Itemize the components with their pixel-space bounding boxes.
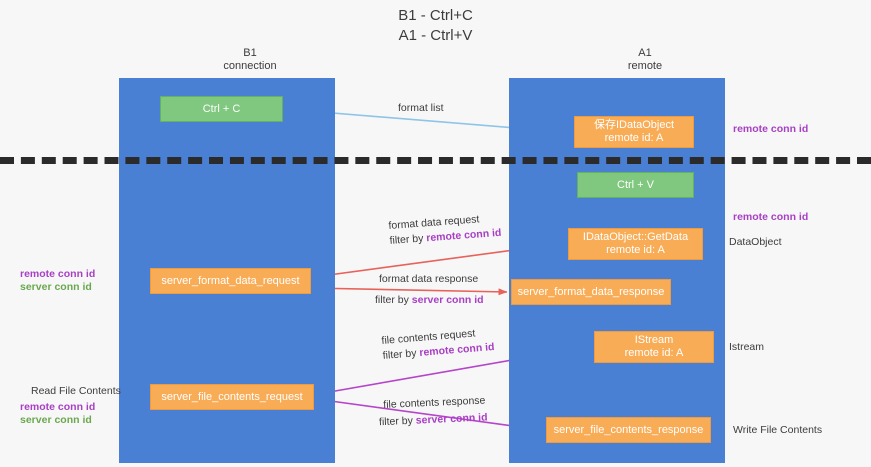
edge-label-format-data-response: format data response filter by server co…: [375, 272, 484, 307]
node-istream-label: IStream: [634, 334, 674, 346]
arrow-format-data-response: [310, 287, 508, 296]
annotation-istream: Istream: [729, 341, 765, 353]
filter-prefix: filter by: [375, 294, 412, 306]
node-server-format-data-request[interactable]: server_format_data_request: [150, 268, 311, 294]
edge-label-format-list-text: format list: [398, 102, 444, 114]
annotation-remote-conn-id-top: remote conn id: [733, 123, 809, 135]
node-server-file-contents-request-label: server_file_contents_request: [161, 390, 303, 403]
node-istream[interactable]: IStream remote id: A: [594, 331, 714, 363]
column-header-a1-name: A1: [638, 47, 652, 59]
node-idataobject-getdata[interactable]: IDataObject::GetData remote id: A: [568, 228, 703, 260]
column-header-b1-name: B1: [243, 47, 257, 59]
edge-label-format-list: format list: [398, 101, 444, 115]
arrow-file-contents-response: [315, 398, 543, 433]
annotation-remote-conn-id-mid: remote conn id: [733, 211, 809, 223]
column-header-a1-subtitle: remote: [627, 60, 663, 72]
annotation-remote-conn-id-2: remote conn id: [20, 401, 96, 413]
node-server-format-data-response[interactable]: server_format_data_response: [511, 279, 671, 305]
filter-key-server-conn-id: server conn id: [411, 294, 484, 306]
annotation-legend-bottom: remote conn id server conn id: [20, 401, 95, 427]
annotation-write-file-contents: Write File Contents: [733, 424, 823, 436]
node-istream-remote-id: remote id: A: [624, 347, 684, 359]
node-idataobject-getdata-label: IDataObject::GetData: [582, 231, 689, 243]
column-header-a1: A1 remote: [545, 47, 745, 73]
filter-key-server-conn-id: server conn id: [415, 411, 488, 427]
filter-prefix: filter by: [382, 346, 420, 362]
annotation-remote-conn-id: remote conn id: [20, 268, 96, 280]
edge-label-format-data-response-text: format data response: [379, 273, 479, 285]
annotation-server-conn-id-2: server conn id: [20, 414, 92, 426]
title-line-2: A1 - Ctrl+V: [398, 27, 473, 44]
annotation-read-file-contents: Read File Contents: [31, 385, 121, 397]
node-store-idataobject[interactable]: 保存IDataObject remote id: A: [574, 116, 694, 148]
filter-prefix: filter by: [389, 232, 427, 247]
title-line-1: B1 - Ctrl+C: [398, 7, 473, 24]
node-server-file-contents-request[interactable]: server_file_contents_request: [150, 384, 314, 410]
annotation-dataobject: DataObject: [729, 236, 782, 248]
node-ctrl-v[interactable]: Ctrl + V: [577, 172, 694, 198]
node-ctrl-c-label: Ctrl + C: [202, 102, 241, 115]
edge-label-format-data-response-filter: filter by server conn id: [375, 293, 484, 307]
page-title: B1 - Ctrl+C A1 - Ctrl+V: [0, 6, 871, 46]
node-ctrl-v-label: Ctrl + V: [617, 178, 654, 191]
annotation-server-conn-id: server conn id: [20, 281, 92, 293]
node-idataobject-getdata-remote-id: remote id: A: [606, 244, 665, 256]
filter-prefix: filter by: [378, 414, 417, 429]
node-ctrl-c[interactable]: Ctrl + C: [160, 96, 283, 122]
annotation-legend-mid: remote conn id server conn id: [20, 268, 95, 294]
node-store-idataobject-label: 保存IDataObject: [593, 119, 675, 131]
column-header-b1-subtitle: connection: [223, 60, 277, 72]
phase-separator-dashed-line: [0, 157, 871, 164]
node-server-format-data-response-label: server_format_data_response: [517, 285, 665, 298]
node-server-file-contents-response-label: server_file_contents_response: [553, 423, 704, 436]
edge-label-file-contents-response: file contents response filter by server …: [379, 393, 488, 429]
column-header-b1: B1 connection: [150, 47, 350, 73]
node-server-format-data-request-label: server_format_data_request: [161, 274, 300, 287]
node-store-idataobject-remote-id: remote id: A: [604, 132, 664, 144]
node-server-file-contents-response[interactable]: server_file_contents_response: [546, 417, 711, 443]
